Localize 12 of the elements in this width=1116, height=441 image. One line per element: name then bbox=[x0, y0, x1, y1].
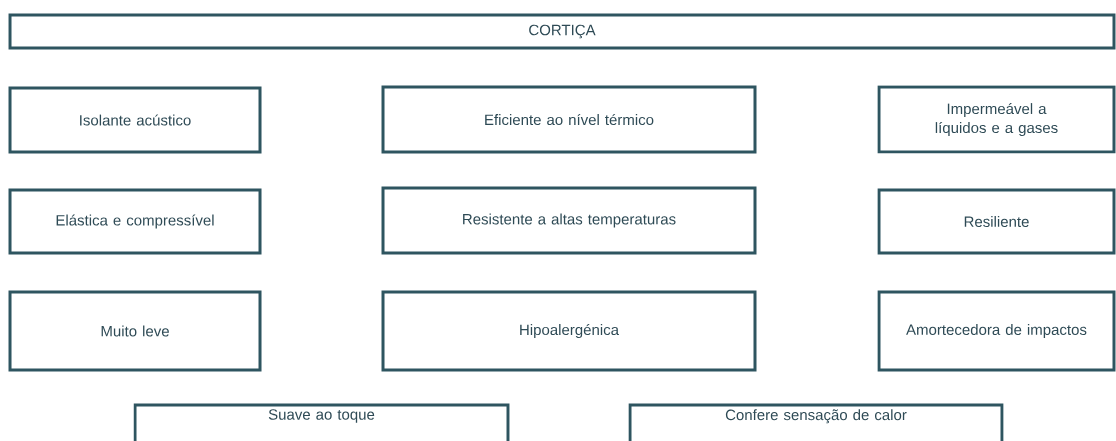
title-box: CORTIÇA bbox=[8, 13, 1116, 50]
property-box: Isolante acústico bbox=[8, 86, 262, 154]
property-box: Resistente a altas temperaturas bbox=[381, 186, 757, 255]
property-box: Resiliente bbox=[877, 188, 1116, 255]
property-box: Eficiente ao nível térmico bbox=[381, 85, 757, 154]
property-box: Elástica e compressível bbox=[8, 188, 262, 255]
property-box: Muito leve bbox=[8, 290, 262, 372]
property-box: Confere sensação de calor bbox=[628, 403, 1004, 441]
property-box: Impermeável a líquidos e a gases bbox=[877, 85, 1116, 154]
property-box: Amortecedora de impactos bbox=[877, 290, 1116, 372]
property-box: Suave ao toque bbox=[133, 403, 510, 441]
property-box: Hipoalergénica bbox=[381, 290, 757, 372]
